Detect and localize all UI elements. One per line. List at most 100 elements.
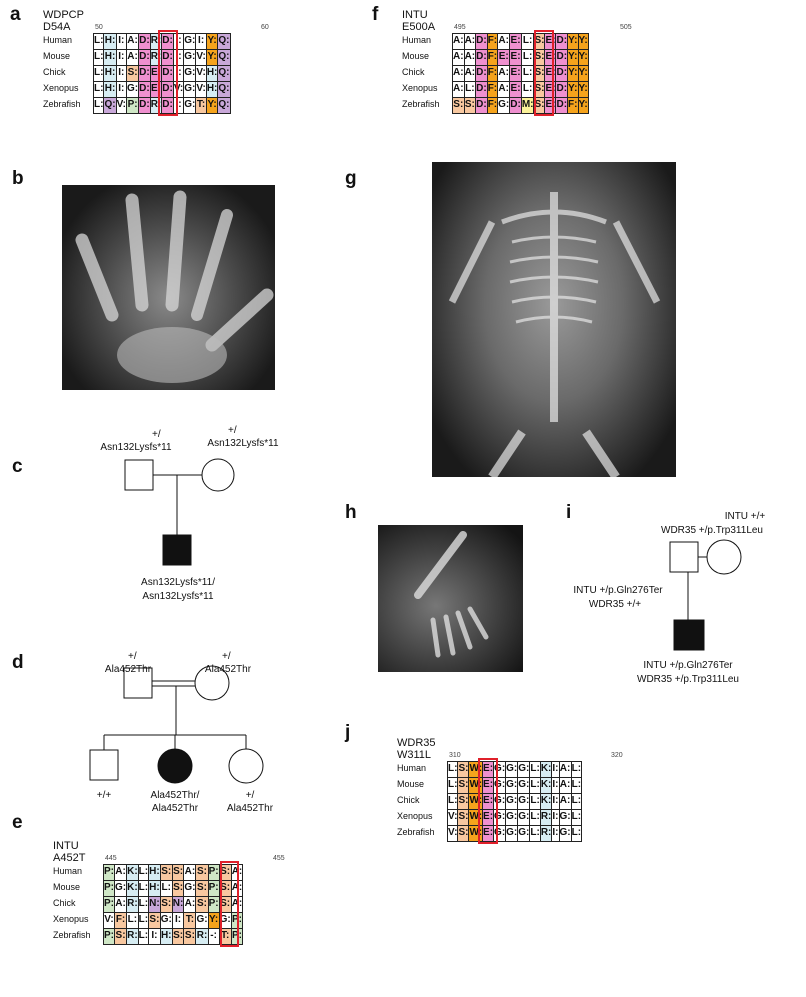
- child1-genotype-d: +/+: [97, 790, 112, 801]
- species-label: Zebrafish: [402, 99, 440, 109]
- position-end: 505: [620, 24, 632, 31]
- residue-cell: L:w: [570, 825, 583, 842]
- residue-cell: S:pe: [463, 97, 477, 114]
- species-label: Xenopus: [397, 811, 433, 821]
- pedigree-i: [669, 539, 742, 651]
- alignment-grid: L:wH:bI:wA:wD:pkR:bD:pkI:wG:wI:wY:oQ:puL…: [92, 33, 231, 114]
- residue-cell: G:w: [517, 761, 531, 778]
- position-end: 320: [611, 752, 623, 759]
- residue-cell: S:pe: [452, 97, 465, 114]
- child3-genotype-d: +/: [246, 790, 255, 801]
- species-label: Human: [43, 35, 73, 45]
- alignment-grid: A:wA:wD:pkF:oA:wE:pkL:wS:peE:pkD:pkY:oY:…: [452, 33, 589, 114]
- species-label: Mouse: [397, 779, 425, 789]
- residue-cell: S:pe: [113, 928, 128, 945]
- residue-cell: H:b: [159, 928, 173, 945]
- panel-label-j: j: [345, 722, 351, 743]
- species-label: Chick: [53, 898, 76, 908]
- residue-cell: L:w: [520, 33, 535, 50]
- residue-cell: H:b: [103, 49, 117, 66]
- father-genotype-c: +/: [152, 429, 161, 440]
- residue-cell: G:w: [183, 65, 197, 82]
- residue-cell: A:w: [497, 81, 511, 98]
- panel-label-g: g: [345, 168, 357, 189]
- position-start: 310: [449, 752, 461, 759]
- residue-cell: Q:pu: [217, 97, 231, 114]
- alignment-row: S:peS:peD:pkF:oG:wD:pkM:yS:peE:pkD:pkF:o…: [452, 97, 589, 114]
- panel-label-d: d: [12, 652, 24, 673]
- residue-cell: G:w: [517, 809, 531, 826]
- father-symbol: [123, 667, 153, 699]
- alignment-row: A:wL:wD:pkF:oA:wE:pkL:wS:peE:pkD:pkY:oY:…: [452, 81, 589, 98]
- residue-cell: T:pe: [218, 928, 232, 945]
- affected-child-symbol: [162, 534, 192, 566]
- panel-label-e: e: [12, 812, 23, 833]
- residue-cell: G:w: [113, 880, 128, 897]
- species-label: Xenopus: [43, 83, 79, 93]
- alignment-row: V:wF:peL:wL:wS:peG:wI:wT:peG:wY:oG:wP:g: [103, 912, 244, 929]
- residue-cell: P:g: [126, 97, 140, 114]
- residue-cell: G:w: [183, 33, 197, 50]
- residue-cell: G:w: [497, 97, 511, 114]
- residue-cell: F:o: [567, 97, 579, 114]
- residue-cell: I:w: [551, 825, 560, 842]
- residue-cell: G:w: [505, 761, 519, 778]
- child-genotype-c: Asn132Lysfs*11: [142, 591, 214, 602]
- limb-bones: [414, 531, 489, 658]
- species-label: Zebrafish: [53, 930, 91, 940]
- species-label: Chick: [402, 67, 425, 77]
- residue-cell: G:w: [558, 825, 572, 842]
- alignment-row: P:gG:wK:bL:wH:bL:wS:peG:wS:peP:gS:peA:w: [103, 880, 244, 897]
- residue-cell: L:w: [92, 97, 105, 114]
- alignment-title: INTU E500A: [402, 9, 436, 33]
- mother-symbol: [194, 665, 230, 701]
- panel-label-h: h: [345, 502, 357, 523]
- species-label: Human: [53, 866, 83, 876]
- mutation-highlight-box: [219, 861, 240, 947]
- residue-cell: S:pe: [457, 809, 470, 826]
- father-genotype-d: Ala452Thr: [105, 664, 152, 675]
- residue-cell: T:pe: [195, 97, 207, 114]
- mother-genotype-i: WDR35 +/p.Trp311Leu: [661, 525, 763, 536]
- child-genotype-i: WDR35 +/p.Trp311Leu: [637, 674, 739, 685]
- position-end: 455: [273, 855, 285, 862]
- residue-cell: P:g: [230, 928, 244, 945]
- residue-cell: G:w: [218, 912, 232, 929]
- child3-symbol: [228, 748, 264, 784]
- pedigree-c: [124, 458, 235, 566]
- residue-cell: S:pe: [183, 928, 197, 945]
- residue-cell: A:w: [497, 33, 511, 50]
- child3-genotype-d: Ala452Thr: [227, 803, 274, 814]
- residue-cell: Q:pu: [217, 81, 231, 98]
- mother-genotype-d: Ala452Thr: [205, 664, 252, 675]
- hand-bones: [75, 190, 274, 383]
- alignment-row: P:gA:wR:bL:wN:puS:peN:puA:wS:peP:gS:peA:…: [103, 896, 244, 913]
- fetal-xray-image: [432, 162, 676, 477]
- residue-cell: P:g: [230, 912, 244, 929]
- child-genotype-i: INTU +/p.Gln276Ter: [643, 660, 733, 671]
- residue-cell: G:w: [183, 97, 197, 114]
- species-label: Human: [402, 35, 432, 45]
- species-label: Chick: [43, 67, 66, 77]
- alignment-title: WDR35 W311L: [397, 737, 436, 761]
- residue-cell: S:pe: [126, 65, 140, 82]
- residue-cell: P:g: [103, 928, 115, 945]
- residue-cell: A:w: [558, 761, 572, 778]
- residue-cell: G:w: [558, 809, 572, 826]
- alignment-row: L:wS:peW:oE:pkG:wG:wG:wL:wK:bI:wA:wL:w: [446, 761, 583, 778]
- alignment-title: INTU A452T: [53, 840, 86, 864]
- residue-cell: F:o: [486, 97, 499, 114]
- hand-xray-image: [62, 185, 275, 390]
- residue-cell: D:pk: [509, 97, 522, 114]
- species-label: Zebrafish: [397, 827, 435, 837]
- residue-cell: G:w: [183, 81, 197, 98]
- residue-cell: R:b: [195, 928, 209, 945]
- position-start: 495: [454, 24, 466, 31]
- panel-label-a: a: [10, 4, 21, 25]
- alignment-row: L:wS:peW:oE:pkG:wG:wG:wL:wK:bI:wA:wL:w: [446, 793, 583, 810]
- residue-cell: Q:pu: [103, 97, 117, 114]
- mother-genotype-d: +/: [222, 651, 231, 662]
- fetal-skeleton: [448, 192, 661, 477]
- alignment-grid: P:gA:wK:bL:wH:bS:peS:peA:wS:peP:gS:peA:w…: [103, 864, 244, 945]
